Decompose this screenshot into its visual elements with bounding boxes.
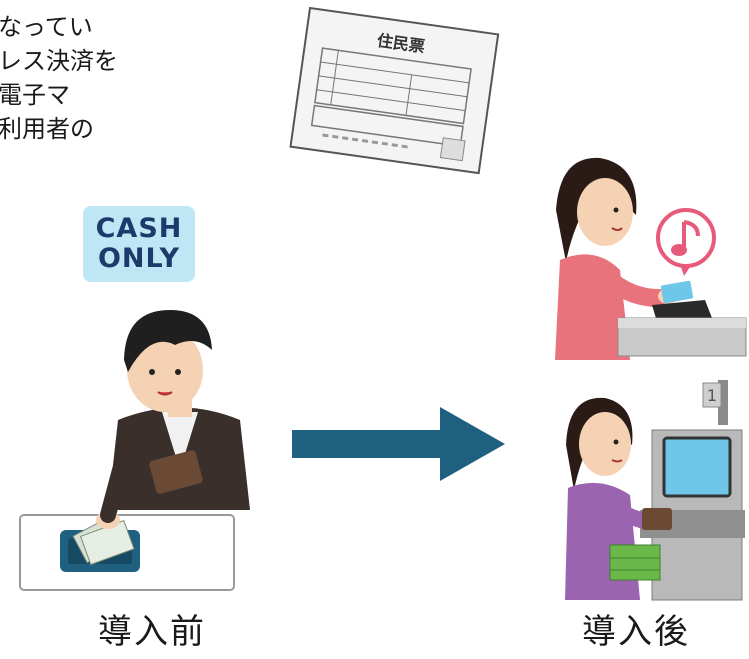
cash-sign-line1: CASH [95, 213, 183, 244]
intro-line: なってい [0, 13, 93, 41]
caption-after: 導入後 [582, 612, 690, 652]
intro-line: 電子マ [0, 81, 70, 109]
music-note-icon [671, 220, 700, 256]
queue-number: 1 [707, 386, 717, 405]
intro-line: レス決済を [0, 47, 118, 75]
caption-before: 導入前 [98, 612, 206, 652]
intro-text-block: なってい レス決済を 電子マ 利用者の [0, 10, 150, 146]
cash-sign-line2: ONLY [97, 243, 181, 274]
intro-line: 利用者の [0, 115, 94, 143]
resident-record-title: 住民票 [376, 31, 426, 56]
cash-only-sign: CASH ONLY [83, 206, 195, 282]
